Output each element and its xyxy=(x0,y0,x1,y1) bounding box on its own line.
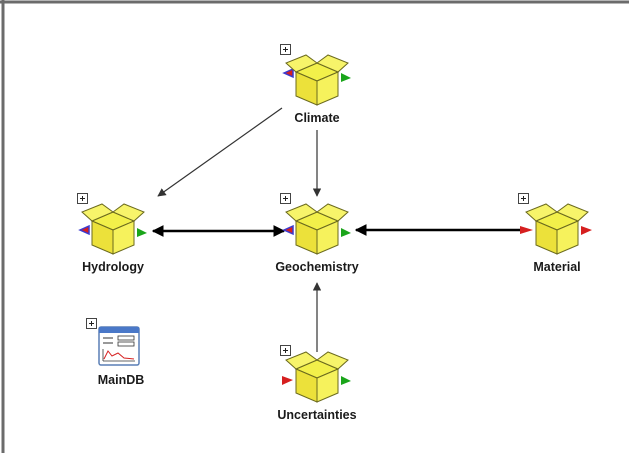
input-port-icon xyxy=(78,224,90,236)
output-port-icon xyxy=(341,73,351,82)
node-label: Geochemistry xyxy=(275,260,359,274)
node-label: Hydrology xyxy=(82,260,144,274)
expand-icon[interactable] xyxy=(518,193,529,204)
container-box-icon[interactable] xyxy=(262,341,372,407)
box-graphic xyxy=(78,203,147,255)
output-port-icon xyxy=(581,226,592,235)
container-box-icon[interactable] xyxy=(502,193,612,259)
box-graphic xyxy=(520,203,592,255)
node-label: Climate xyxy=(294,111,340,125)
node-maindb[interactable]: MainDB xyxy=(66,318,176,387)
expand-icon[interactable] xyxy=(280,44,291,55)
node-label: Uncertainties xyxy=(277,408,357,422)
expand-icon[interactable] xyxy=(280,345,291,356)
node-label: MainDB xyxy=(97,373,145,387)
expand-icon[interactable] xyxy=(280,193,291,204)
node-label: Material xyxy=(533,260,581,274)
input-port-icon xyxy=(520,226,533,234)
node-climate[interactable]: Climate xyxy=(262,44,372,125)
node-hydrology[interactable]: Hydrology xyxy=(58,193,168,274)
container-box-icon[interactable] xyxy=(262,44,372,110)
expand-icon[interactable] xyxy=(86,318,97,329)
box-graphic xyxy=(282,203,351,255)
link-climate-hydrology[interactable] xyxy=(157,107,283,197)
output-port-icon xyxy=(341,228,351,237)
input-port-icon xyxy=(282,67,294,79)
output-port-icon xyxy=(137,228,147,237)
node-material[interactable]: Material xyxy=(502,193,612,274)
input-port-icon xyxy=(282,224,294,236)
db-graphic xyxy=(98,326,140,366)
container-box-icon[interactable] xyxy=(262,193,372,259)
input-port-icon xyxy=(282,376,293,385)
node-geochemistry[interactable]: Geochemistry xyxy=(262,193,372,274)
box-graphic xyxy=(282,54,351,106)
container-box-icon[interactable] xyxy=(58,193,168,259)
expand-icon[interactable] xyxy=(77,193,88,204)
database-window-icon[interactable] xyxy=(66,318,176,372)
node-uncertainties[interactable]: Uncertainties xyxy=(262,341,372,422)
output-port-icon xyxy=(341,376,351,385)
box-graphic xyxy=(282,351,351,403)
